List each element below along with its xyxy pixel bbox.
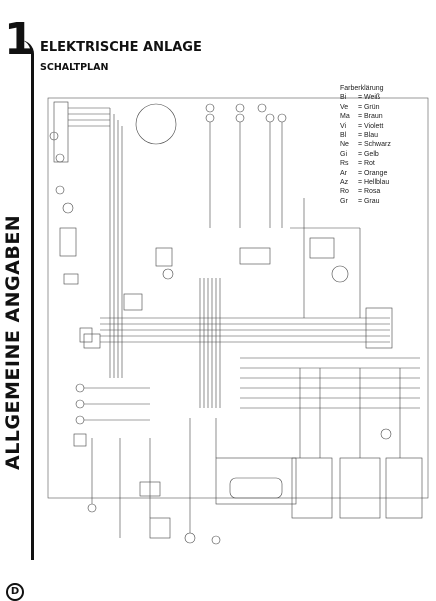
legend-item: Rs = Rot [340,160,375,168]
chapter-side-title: ALLGEMEINE ANGABEN [2,214,24,470]
legend-item: Ve = Grün [340,103,380,111]
legend-item: Gi = Gelb [340,150,379,158]
chapter-tab [0,40,34,560]
legend-item: Az = Hellblau [340,179,390,187]
legend-item: Vi = Violett [340,122,384,130]
legend-title: Farberklärung [340,85,384,92]
legend-item: Ne = Schwarz [340,141,391,149]
legend-item: Bi = Weiß [340,94,381,102]
wiring-diagram [47,97,429,545]
legend-item: Bl = Blau [340,132,378,140]
chapter-number: 1 [4,14,35,65]
legend-item: Gr = Grau [340,197,380,205]
page-subtitle: SCHALTPLAN [40,62,109,73]
legend-item: Ma = Braun [340,113,383,121]
legend-item: Ar = Orange [340,169,388,177]
chapter-sidebar: 1 ALLGEMEINE ANGABEN [0,0,35,600]
legend-item: Ro = Rosa [340,188,381,196]
page-title: ELEKTRISCHE ANLAGE [40,40,202,55]
brand-logo: D [6,583,24,601]
color-legend: Farberklärung Bi = Weiß Ve = Grün Ma = B… [340,84,391,206]
